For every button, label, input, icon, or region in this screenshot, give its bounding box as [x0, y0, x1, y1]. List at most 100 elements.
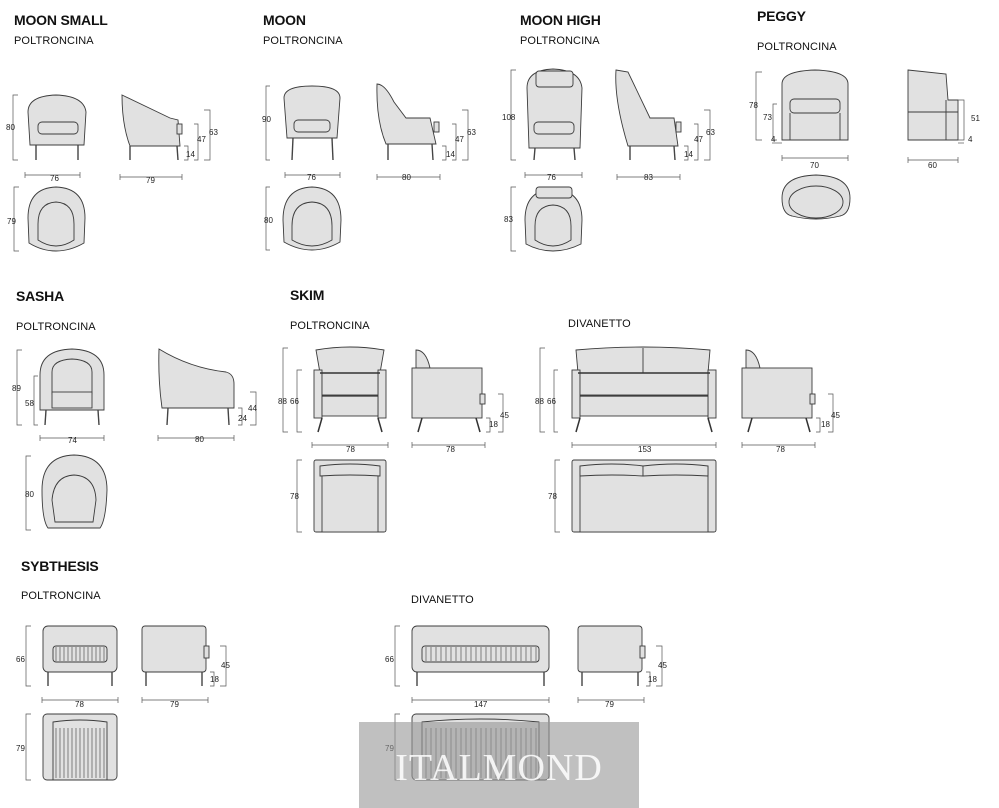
dim-skim-divanetto-side-leg: 18	[821, 420, 830, 429]
dim-moon-high-side-h: 63	[706, 128, 715, 137]
dim-moon-small-front-h: 80	[6, 123, 15, 132]
dim-skim-top-d: 78	[290, 492, 299, 501]
skim-divanetto-side-view	[741, 349, 816, 433]
sasha-top-view	[41, 454, 108, 529]
dim-moon-small-side-d: 79	[146, 176, 155, 185]
dim-sasha-side-d: 80	[195, 435, 204, 444]
title-sybthesis: SYBTHESIS	[21, 558, 99, 574]
dim-moon-high-side-d: 83	[644, 173, 653, 182]
title-skim: SKIM	[290, 287, 325, 303]
subtitle-skim-divanetto: DIVANETTO	[568, 318, 631, 330]
dim-moon-small-side-h: 63	[209, 128, 218, 137]
subtitle-sasha: POLTRONCINA	[16, 321, 96, 333]
dim-skim-divanetto-front-h: 88	[535, 397, 544, 406]
dim-moon-high-front-w: 76	[547, 173, 556, 182]
dim-moon-small-top-d: 79	[7, 217, 16, 226]
subtitle-moon-high: POLTRONCINA	[520, 35, 600, 47]
subtitle-skim: POLTRONCINA	[290, 320, 370, 332]
sybthesis-top-view	[42, 713, 118, 781]
dim-sybthesis-side-h: 45	[221, 661, 230, 670]
sasha-front-view	[39, 348, 105, 426]
dim-skim-side-leg: 18	[489, 420, 498, 429]
moon-front-view	[283, 85, 341, 161]
dim-moon-side-h: 63	[467, 128, 476, 137]
dim-sybthesis-front-h: 66	[16, 655, 25, 664]
subtitle-peggy: POLTRONCINA	[757, 41, 837, 53]
watermark-text: ITALMOND	[395, 747, 603, 789]
moon-high-top-view	[524, 186, 583, 252]
dim-peggy-front-h: 78	[749, 101, 758, 110]
dim-moon-top-d: 80	[264, 216, 273, 225]
dim-sybthesis-divanetto-front-w: 147	[474, 700, 488, 709]
dim-moon-front-w: 76	[307, 173, 316, 182]
moon-side-view	[376, 83, 440, 161]
dim-moon-high-side-leg: 14	[684, 150, 693, 159]
sybthesis-front-view	[42, 625, 118, 686]
dim-skim-front-h: 88	[278, 397, 287, 406]
moon-small-top-view	[27, 186, 86, 252]
title-moon: MOON	[263, 12, 306, 28]
dim-peggy-side-h: 51	[971, 114, 980, 123]
moon-high-side-view	[615, 69, 682, 161]
sybthesis-divanetto-side-view	[577, 625, 646, 686]
dim-sasha-front-seat: 58	[25, 399, 34, 408]
dim-sybthesis-side-leg: 18	[210, 675, 219, 684]
dim-sybthesis-divanetto-side-h: 45	[658, 661, 667, 670]
skim-top-view	[313, 459, 387, 533]
title-peggy: PEGGY	[757, 8, 806, 24]
moon-small-side-view	[121, 94, 183, 161]
dim-skim-divanetto-front-seat: 66	[547, 397, 556, 406]
skim-divanetto-top-view	[571, 459, 717, 533]
dim-peggy-front-leg: 4	[771, 135, 776, 144]
dim-peggy-front-w: 70	[810, 161, 819, 170]
dim-sasha-front-w: 74	[68, 436, 77, 445]
dim-sybthesis-side-d: 79	[170, 700, 179, 709]
peggy-top-view	[781, 174, 851, 220]
dim-peggy-side-leg: 4	[968, 135, 973, 144]
dim-skim-divanetto-side-d: 78	[776, 445, 785, 454]
dim-sasha-side-h: 44	[248, 404, 257, 413]
dim-sybthesis-divanetto-front-h: 66	[385, 655, 394, 664]
sybthesis-side-view	[141, 625, 210, 686]
dim-peggy-front-seat: 73	[763, 113, 772, 122]
dim-sasha-front-h: 89	[12, 384, 21, 393]
title-moon-high: MOON HIGH	[520, 12, 601, 28]
dim-sasha-top-d: 80	[25, 490, 34, 499]
dim-moon-high-side-seat: 47	[694, 135, 703, 144]
dim-sybthesis-divanetto-side-d: 79	[605, 700, 614, 709]
dim-sybthesis-divanetto-side-leg: 18	[648, 675, 657, 684]
dim-skim-front-seat: 66	[290, 397, 299, 406]
subtitle-moon: POLTRONCINA	[263, 35, 343, 47]
watermark: ITALMOND	[359, 722, 639, 808]
subtitle-moon-small: POLTRONCINA	[14, 35, 94, 47]
dim-moon-high-front-h: 108	[502, 113, 516, 122]
dim-moon-side-seat: 47	[455, 135, 464, 144]
dim-moon-high-top-d: 83	[504, 215, 513, 224]
skim-side-view	[411, 349, 486, 433]
dim-moon-small-side-seat: 47	[197, 135, 206, 144]
dim-skim-side-h: 45	[500, 411, 509, 420]
dim-skim-side-d: 78	[446, 445, 455, 454]
dim-moon-side-leg: 14	[446, 150, 455, 159]
peggy-front-view	[781, 69, 849, 141]
dim-peggy-side-d: 60	[928, 161, 937, 170]
dim-sasha-side-leg: 24	[238, 414, 247, 423]
dim-skim-divanetto-front-w: 153	[638, 445, 652, 454]
moon-top-view	[282, 186, 342, 251]
dim-moon-small-front-w: 76	[50, 174, 59, 183]
sybthesis-divanetto-front-view	[411, 625, 550, 686]
subtitle-sybthesis-divanetto: DIVANETTO	[411, 594, 474, 606]
title-moon-small: MOON SMALL	[14, 12, 108, 28]
skim-front-view	[313, 346, 387, 433]
dim-moon-front-h: 90	[262, 115, 271, 124]
dim-skim-divanetto-top-d: 78	[548, 492, 557, 501]
dim-skim-front-w: 78	[346, 445, 355, 454]
sasha-side-view	[158, 348, 235, 426]
skim-divanetto-front-view	[571, 346, 717, 433]
title-sasha: SASHA	[16, 288, 65, 304]
dim-moon-small-side-leg: 14	[186, 150, 195, 159]
dim-sybthesis-top-d: 79	[16, 744, 25, 753]
dim-sybthesis-front-w: 78	[75, 700, 84, 709]
